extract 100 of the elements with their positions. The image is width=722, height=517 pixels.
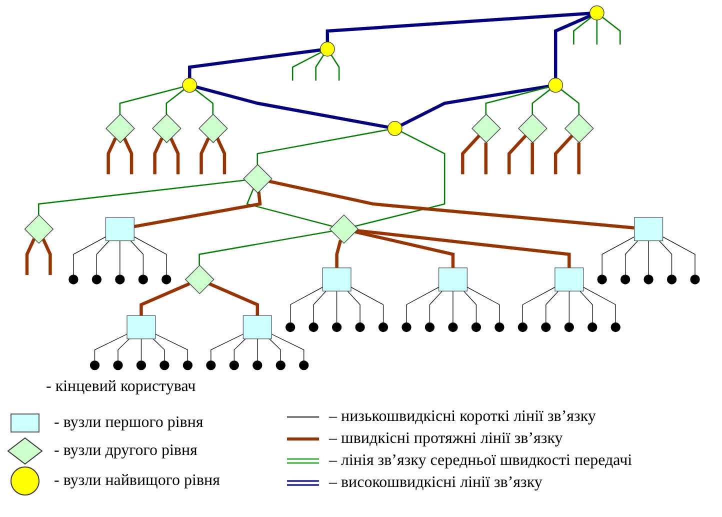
connector-line xyxy=(347,290,360,324)
connector-line xyxy=(336,290,338,324)
connector-line xyxy=(546,290,559,324)
end-user-dot xyxy=(541,322,551,332)
second-level-node xyxy=(184,264,214,294)
connector-line xyxy=(429,290,443,324)
connector-line xyxy=(508,134,527,174)
connector-line xyxy=(200,137,210,174)
connector-line xyxy=(38,180,245,215)
connector-line xyxy=(196,85,388,129)
connector-line xyxy=(73,236,106,276)
legend-text: - вузли найвищого рівня xyxy=(54,472,220,490)
legend-text: - кінцевий користувач xyxy=(46,378,196,396)
end-user-dot xyxy=(162,274,172,284)
end-user-dot xyxy=(160,360,170,370)
second-level-node xyxy=(24,214,54,244)
end-user-dot xyxy=(115,274,125,284)
end-user-dot xyxy=(424,322,435,332)
connector-line xyxy=(210,334,244,362)
first-level-node xyxy=(634,217,664,242)
connector-line xyxy=(354,131,446,227)
second-level-node xyxy=(243,164,272,194)
end-user-dot xyxy=(690,274,700,284)
connector-line xyxy=(335,240,342,268)
end-user-dot xyxy=(471,322,482,332)
connector-line xyxy=(466,286,500,324)
second-level-node xyxy=(329,214,359,244)
second-level-node xyxy=(198,114,228,144)
connector-line xyxy=(583,286,616,324)
end-user-dot xyxy=(136,360,146,370)
legend-text: – високошвидкісні лінії зв’язку xyxy=(329,474,542,492)
connector-line xyxy=(119,86,183,114)
connector-line xyxy=(134,236,167,276)
first-level-node xyxy=(242,315,272,340)
connector-line xyxy=(326,12,590,42)
connector-line xyxy=(313,290,326,324)
end-user-dot xyxy=(206,360,216,370)
end-user-dot xyxy=(402,322,412,332)
connector-line xyxy=(134,192,262,228)
end-user-dot xyxy=(182,360,193,370)
end-user-dot xyxy=(448,322,458,332)
end-user-dot xyxy=(355,322,365,332)
end-user-dot xyxy=(597,274,607,284)
connector-line xyxy=(463,290,477,324)
end-user-dot xyxy=(494,322,504,332)
end-user-dot xyxy=(252,360,262,370)
connector-line xyxy=(188,48,321,78)
first-level-node xyxy=(105,217,134,242)
connector-line xyxy=(234,338,246,362)
connector-line xyxy=(452,290,454,324)
first-level-node xyxy=(554,268,584,292)
connector-line xyxy=(216,137,226,174)
connector-line xyxy=(140,338,142,362)
connector-line xyxy=(152,338,165,362)
connector-line xyxy=(153,137,164,174)
first-level-node xyxy=(126,315,156,340)
second-level-node xyxy=(106,114,135,144)
end-user-dot xyxy=(92,274,102,284)
connector-line xyxy=(268,180,634,230)
connector-line xyxy=(290,286,323,324)
connector-line xyxy=(130,240,144,276)
end-user-dot xyxy=(332,322,342,332)
connector-line xyxy=(96,240,110,276)
connector-line xyxy=(292,52,322,81)
legend-text: - вузли другого рівня xyxy=(54,442,198,460)
connector-line xyxy=(315,54,324,81)
end-user-dot xyxy=(68,274,78,284)
connector-line xyxy=(662,236,696,276)
connector-line xyxy=(118,338,130,362)
top-level-node xyxy=(387,121,402,136)
connector-line xyxy=(208,282,260,316)
end-user-dot xyxy=(564,322,574,332)
connector-line xyxy=(106,137,117,174)
connector-line xyxy=(269,338,281,362)
end-user-dot xyxy=(229,360,240,370)
second-level-node xyxy=(518,114,548,144)
connector-line xyxy=(596,20,598,45)
top-level-node xyxy=(320,42,335,56)
connector-line xyxy=(554,134,574,174)
connector-line xyxy=(624,240,638,276)
first-level-node xyxy=(322,268,352,292)
second-level-node xyxy=(472,114,501,144)
connector-line xyxy=(484,142,488,174)
connector-line xyxy=(580,290,593,324)
connector-line xyxy=(194,89,214,114)
connector-line xyxy=(271,334,304,362)
connector-line xyxy=(400,84,549,127)
second-level-node xyxy=(564,114,594,144)
connector-line xyxy=(257,338,258,362)
end-user-dot xyxy=(299,360,309,370)
connector-line xyxy=(568,290,570,324)
end-user-dot xyxy=(378,322,388,332)
end-user-dot xyxy=(644,274,654,284)
legend-text: – низькошвидкісні короткі лінії зв’язку xyxy=(329,408,596,426)
connector-line xyxy=(573,16,592,45)
connector-line xyxy=(461,134,480,174)
connector-line xyxy=(166,89,184,114)
top-level-node xyxy=(182,78,198,93)
connector-line xyxy=(198,230,332,266)
connector-line xyxy=(658,240,672,276)
